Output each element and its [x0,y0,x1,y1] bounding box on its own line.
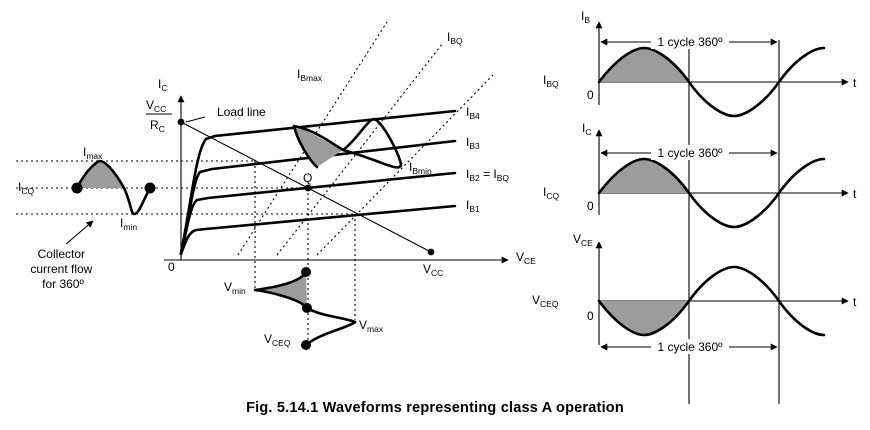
vce-wave-y-label: VCE [573,232,593,248]
ib4-label: IB4 [466,105,480,121]
ib-waveform-panel: 1 cycle 360º IB IBQ 0 t [543,9,857,404]
q-point-label: Q [303,171,312,185]
ic-cycle-label: 1 cycle 360º [657,146,723,160]
ic-wave-start-point [71,182,83,194]
curve-ib4 [179,109,457,255]
vmin-label: Vmin [224,280,246,296]
q-point [304,184,312,192]
ic-axis-label: IC [158,77,167,93]
ib-sine-shaded [294,126,343,167]
ib-cycle-label-bg [651,34,729,49]
ib-wave-zero: 0 [587,88,594,102]
ib-sine [292,117,403,169]
characteristics-panel: IC VCC RC Load line 0 VCE VCC IB4 IB3 IB… [16,21,536,345]
ic-wave [75,159,152,216]
ib-wave-y-label: IB [581,9,590,25]
vce-bottom-point [301,340,311,350]
vcc-over-rc-numerator: VCC [146,98,166,114]
imax-label: Imax [83,145,103,161]
ic-wave-t-label: t [853,187,857,201]
figure-caption: Fig. 5.14.1 Waveforms representing class… [246,400,624,416]
ib-cycle-label: 1 cycle 360º [657,35,723,49]
origin-label: 0 [168,260,175,274]
collector-note: Collector current flow for 360º [30,247,95,291]
ib-wave-shaded [599,48,689,82]
ib-wave-t-label: t [853,76,857,90]
load-line-top-point [177,118,185,126]
icq-label: ICQ [18,180,34,196]
ic-wave-end-point [144,182,156,194]
collector-current-wave: Imax ICQ Imin Collector current flow for… [18,145,156,291]
load-line-label: Load line [217,105,266,119]
vce-wave-t-label: t [853,295,857,309]
ib2-label: IB2 = IBQ [466,167,509,183]
ib3-label: IB3 [466,135,480,151]
ibmax-diagonal [237,21,388,256]
vcc-over-rc-denominator: RC [150,118,165,134]
vce-wave-curve-right [597,265,826,337]
ic-wave-curve-right [597,157,826,229]
ic-wave-zero: 0 [587,199,594,213]
ibmax-label: IBmax [297,67,323,83]
curve-ib1 [179,204,457,256]
vce-axis-label: VCE [516,250,536,266]
ibq-label: IBQ [447,30,463,46]
note-arrow [65,220,94,245]
imin-label: Imin [120,216,137,232]
ibmin-diagonal [316,74,494,256]
load-line-vcc-point [427,248,435,256]
vce-wave-zero: 0 [587,309,594,323]
ic-wave-y-label: IC [582,121,591,137]
vce-top-point [301,267,311,277]
ic-wave-shaded-right [599,159,689,193]
load-line-leader [185,116,206,123]
ic-wave-shaded [77,161,124,188]
vmax-label: Vmax [359,318,384,334]
vcc-label: VCC [423,262,443,278]
ib-wave-ref-label: IBQ [543,73,559,89]
vce-mid-point [302,303,312,313]
vce-waveform-panel: 1 cycle 360º VCE VCEQ 0 t [532,232,857,354]
ic-wave-ref-label: ICQ [543,185,559,201]
ibmin-label: IBmin [409,160,432,176]
vce-cycle-label: 1 cycle 360º [657,340,723,354]
ib1-label: IB1 [466,198,480,214]
ic-waveform-panel: 1 cycle 360º IC ICQ 0 t [543,121,857,229]
vce-cycle-label-bg [651,339,729,354]
vce-wave-ref-label: VCEQ [532,293,559,309]
vceq-label: VCEQ [264,332,291,348]
ib-wave-curve [597,46,826,118]
vce-wave-shaded-right [599,301,689,335]
ic-cycle-label-bg [651,145,729,160]
vce-wave: Vmin Vmax VCEQ [224,267,384,350]
